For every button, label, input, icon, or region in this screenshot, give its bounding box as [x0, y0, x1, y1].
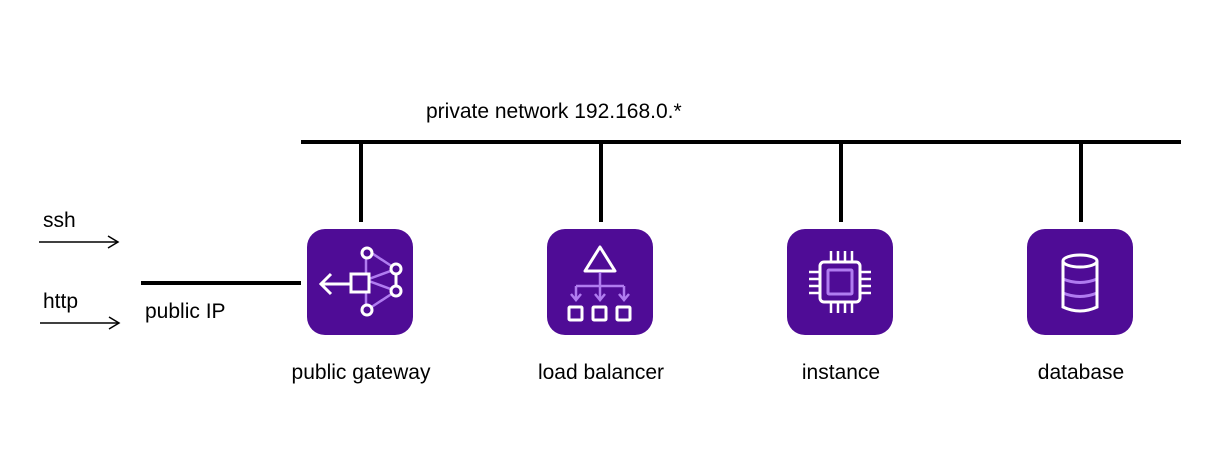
- http-arrow: [40, 316, 121, 330]
- connector-database: [1079, 142, 1083, 222]
- http-label: http: [43, 290, 79, 313]
- private-network-bus: [301, 140, 1181, 144]
- connector-instance: [839, 142, 843, 222]
- cpu-chip-icon: [809, 251, 871, 313]
- gateway-icon: [318, 246, 403, 317]
- connector-public-gateway: [359, 142, 363, 222]
- ssh-label: ssh: [43, 209, 76, 232]
- ssh-arrow: [39, 235, 120, 249]
- public-ip-line: [141, 281, 301, 285]
- node-label-database: database: [1037, 361, 1125, 384]
- node-label-public-gateway: public gateway: [291, 361, 431, 384]
- node-public-gateway[interactable]: [307, 229, 413, 335]
- node-label-instance: instance: [801, 361, 881, 384]
- public-ip-label: public IP: [145, 300, 226, 323]
- node-instance[interactable]: [787, 229, 893, 335]
- node-database[interactable]: [1027, 229, 1133, 335]
- node-load-balancer[interactable]: [547, 229, 653, 335]
- database-icon: [1061, 253, 1099, 313]
- node-label-load-balancer: load balancer: [537, 361, 665, 384]
- load-balancer-icon: [567, 245, 632, 322]
- connector-load-balancer: [599, 142, 603, 222]
- network-label: private network 192.168.0.*: [426, 100, 682, 123]
